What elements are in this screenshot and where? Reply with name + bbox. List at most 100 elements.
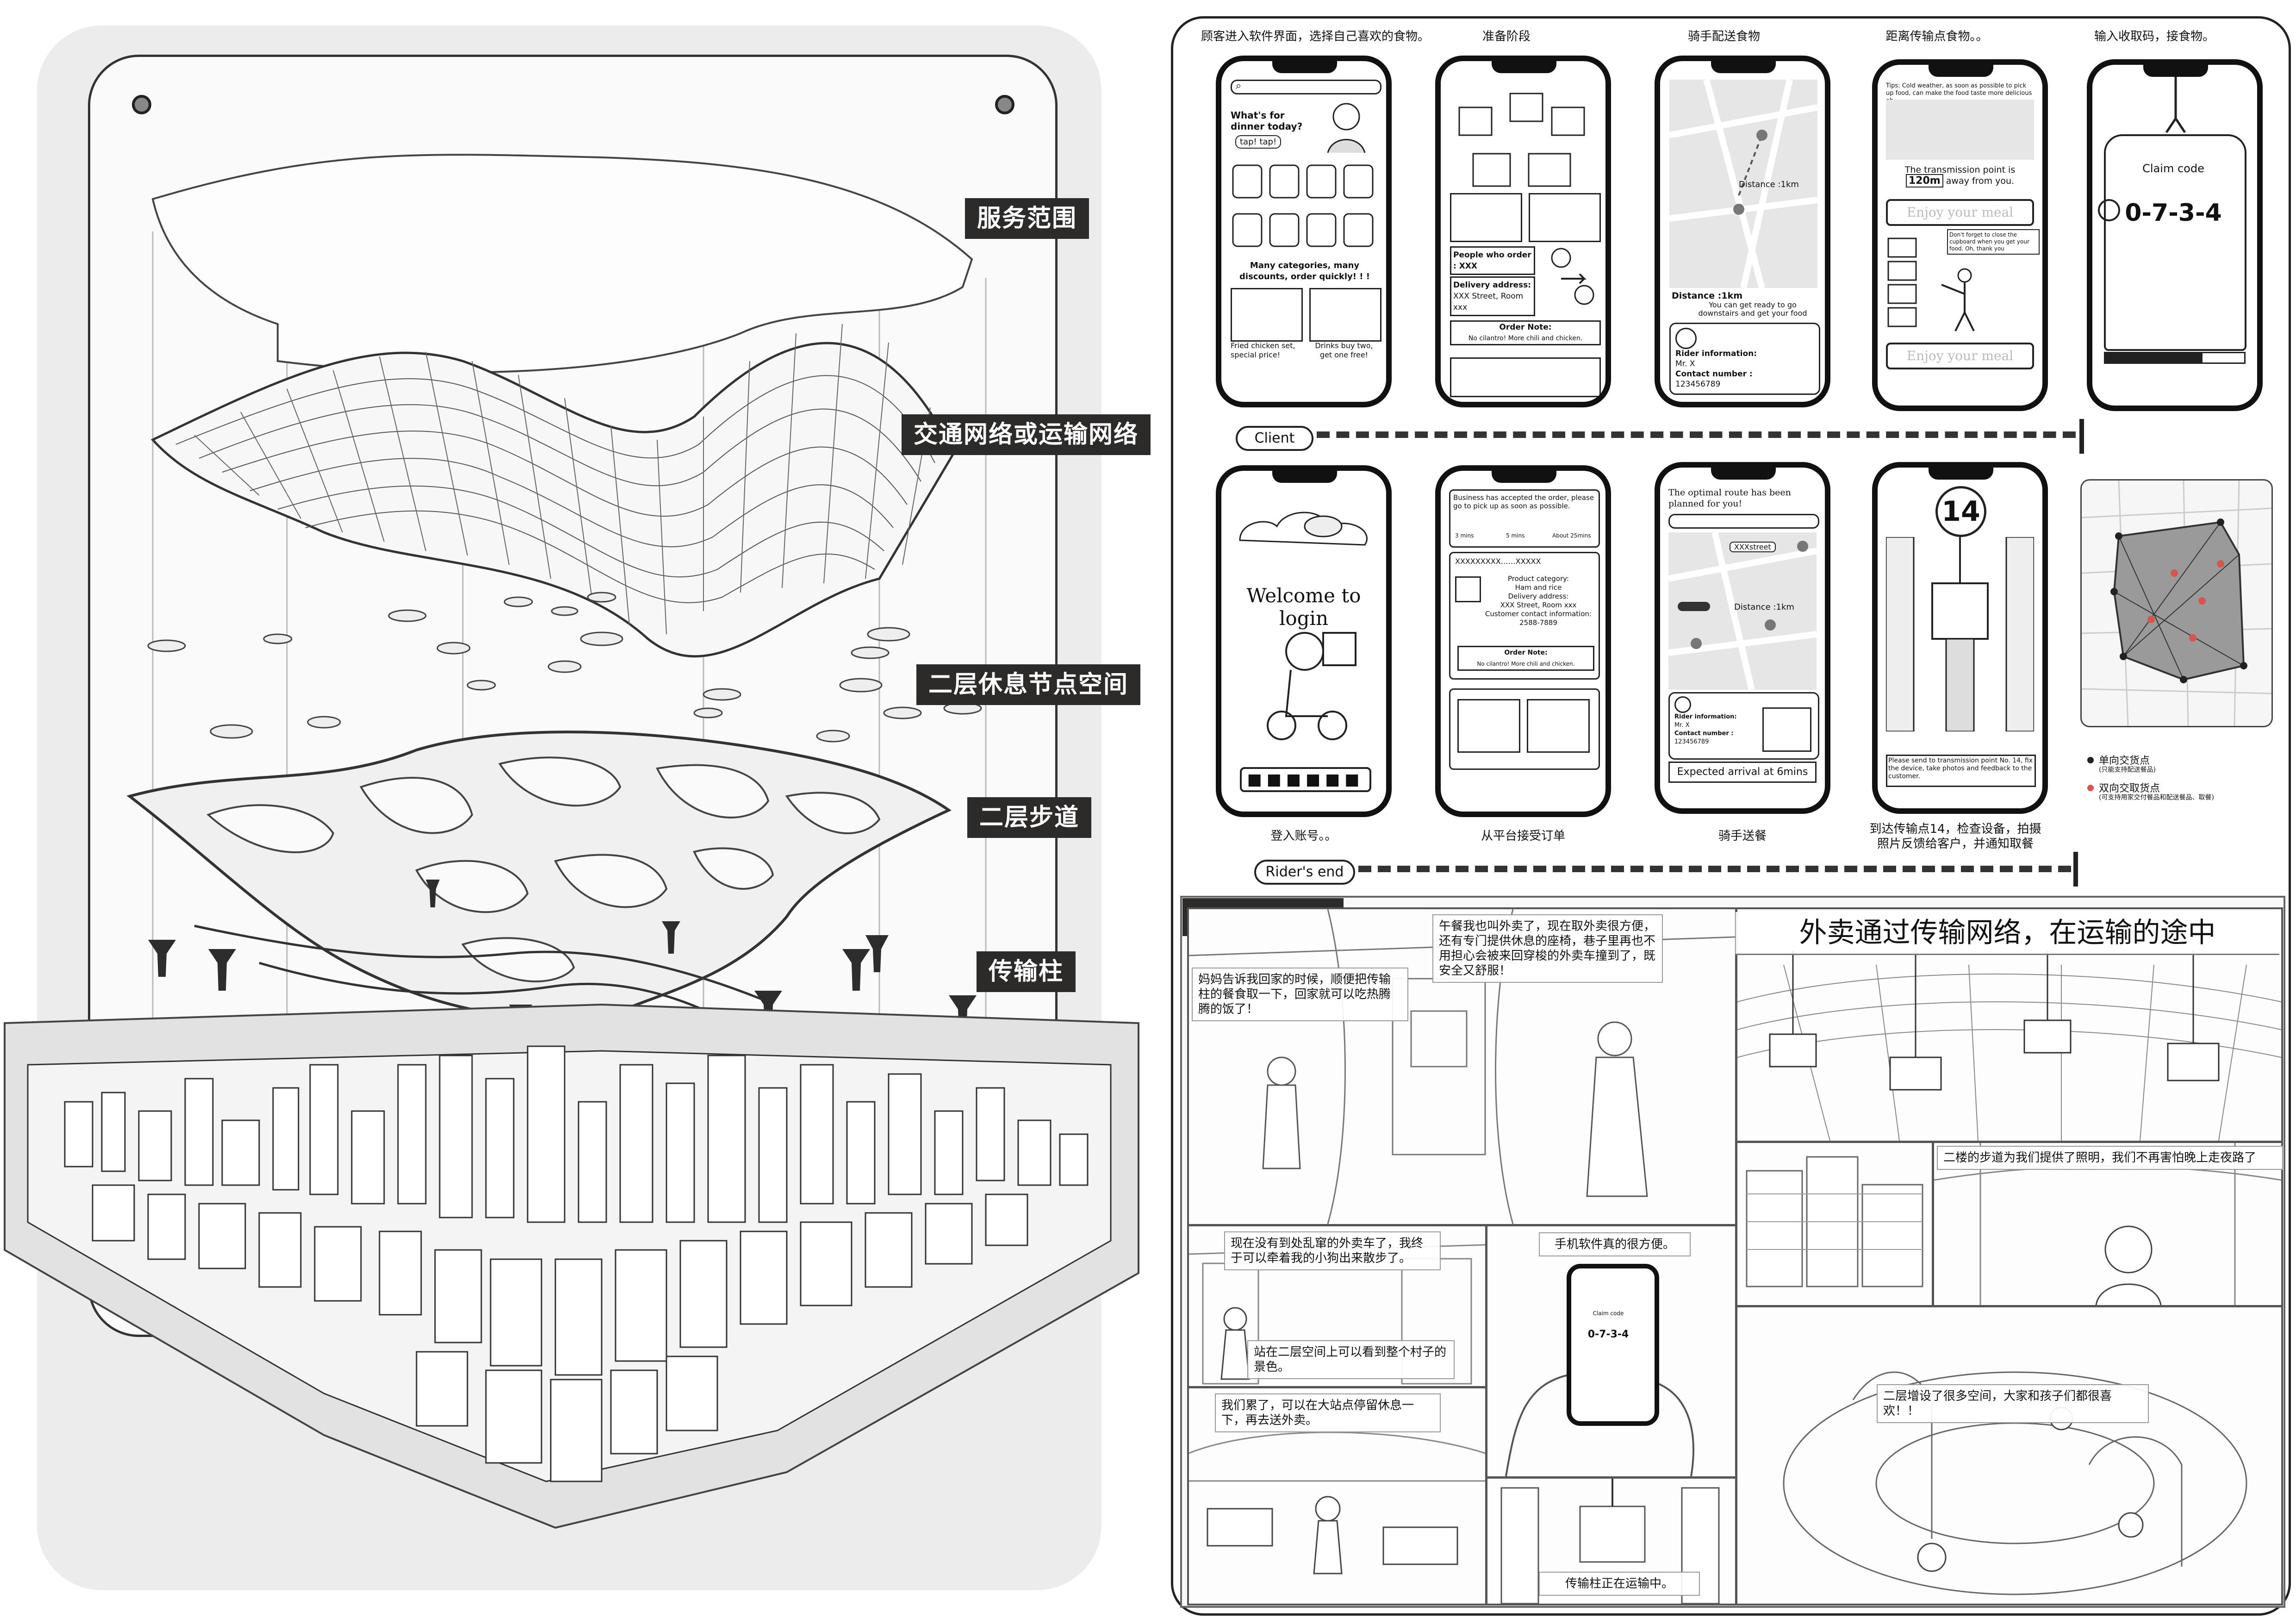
mini-map[interactable]: [1886, 100, 2034, 160]
delivery-address-box: Delivery address: XXX Street, Room xxx: [1450, 276, 1535, 316]
legend-two-way: 双向交取货点: [2099, 783, 2160, 794]
claim-code-label: Claim code: [2142, 162, 2204, 175]
rider-info-card: Rider information: Mr. X Contact number …: [1668, 692, 1819, 760]
map-distance: Distance :1km: [1739, 180, 1799, 189]
rider-phone-transmission-point: 14 Please send to transmission point No.…: [1872, 462, 2048, 814]
bolt-icon: [132, 95, 151, 114]
speech-bubble: 午餐我也叫外卖了，现在取外卖很方便，还有专门提供休息的座椅，巷子里再也不用担心会…: [1432, 914, 1663, 983]
city-model: [4, 1003, 1139, 1529]
transmission-distance: The transmission point is 120m away from…: [1886, 164, 2034, 187]
claw-icon: [2165, 77, 2186, 133]
welcome-text: Welcome to login: [1246, 584, 1361, 630]
status-card: [1450, 193, 1522, 242]
order-person: People who order : XXX: [1450, 246, 1535, 275]
enjoy-meal-button-2[interactable]: Enjoy your meal: [1886, 343, 2034, 369]
service-area-shape: [151, 154, 973, 374]
step-caption: 登入账号。。: [1270, 829, 1337, 843]
food-card[interactable]: [1309, 288, 1381, 342]
order-note-box: Order Note: No cilantro! More chili and …: [1450, 320, 1601, 345]
legend-one-way: 单向交货点: [2099, 755, 2150, 767]
two-way-dot: [2087, 785, 2094, 791]
status-card: [1529, 193, 1601, 242]
order-note-box: Order Note: No cilantro! More chili and …: [1457, 646, 1594, 671]
claim-code-value: 0-7-3-4: [2125, 199, 2222, 227]
packing-illustration: [1458, 93, 1585, 187]
pickup-illustration: [1887, 237, 1975, 331]
speech-bubble: 妈妈告诉我回家的时候，顺便把传输柱的餐食取一下，回家就可以吃热腾腾的饭了！: [1192, 968, 1408, 1021]
label-service-area: 服务范围: [965, 198, 1089, 239]
network-caption: 外卖通过传输网络，在运输的途中: [1736, 912, 2279, 955]
distance-value: 120m: [1905, 174, 1943, 187]
step-header: 准备阶段: [1482, 30, 1531, 44]
rider-illustration: [1267, 632, 1356, 740]
contact-label: Customer contact information:: [1485, 610, 1592, 618]
map-distance: Distance :1km: [1734, 602, 1794, 612]
handover-icon: [1551, 248, 1594, 305]
document-card: [1449, 688, 1600, 770]
locker-body: [2104, 134, 2246, 351]
product-thumbnail: [1455, 576, 1481, 602]
rider-info-label: Rider information:: [1674, 713, 1737, 720]
progress-bar: [2104, 352, 2246, 364]
category-grid: [1231, 163, 1379, 257]
transport-network-surface: [150, 324, 955, 658]
speech-bubble: 传输柱正在运输中。: [1539, 1572, 1700, 1596]
food-card-caption: Fried chicken set, special price!: [1231, 341, 1295, 359]
food-card[interactable]: [1231, 288, 1303, 342]
storyboard-panel: 顾客进入软件界面，选择自己喜欢的食物。 准备阶段 骑手配送食物 距离传输点食物。…: [1171, 16, 2291, 1616]
address-value: XXX Street, Room xxx: [1500, 601, 1577, 609]
search-icon: ⌕: [1236, 80, 1242, 92]
map-view[interactable]: [1668, 79, 1818, 289]
client-phone-preparing: People who order : XXX Delivery address:…: [1435, 56, 1611, 407]
enjoy-meal-button[interactable]: Enjoy your meal: [1886, 199, 2034, 226]
one-way-dot: [2087, 757, 2094, 763]
order-id: XXXXXXXXX……XXXXX: [1455, 557, 1541, 566]
address-label: Delivery address:: [1453, 281, 1531, 290]
timeline-end: [2079, 419, 2084, 454]
dinner-prompt: What's for dinner today?: [1231, 110, 1303, 132]
chef-illustration: [1327, 103, 1366, 153]
category-label: Product category:: [1508, 575, 1569, 583]
address-label: Delivery address:: [1508, 592, 1569, 600]
speech-bubble: 现在没有到处乱窜的外卖车了，我终于可以牵着我的小狗出来散步了。: [1224, 1231, 1441, 1270]
ready-text: You can get ready to go downstairs and g…: [1698, 300, 1807, 318]
step-header: 距离传输点食物。。: [1885, 30, 1988, 44]
promo-text: Many categories, many discounts, order q…: [1239, 261, 1370, 281]
reminder-text: Don't forget to close the cupboard when …: [1947, 229, 2040, 255]
client-timeline: [1317, 431, 2076, 438]
street-badge: XXXstreet: [1730, 542, 1776, 552]
order-detail-card: XXXXXXXXX……XXXXX Product category: Ham a…: [1449, 552, 1600, 680]
navigation-map[interactable]: [1668, 531, 1817, 691]
client-label: Client: [1236, 426, 1313, 451]
rider-info-label: Rider information:: [1675, 349, 1757, 358]
contact-label: Contact number :: [1674, 730, 1734, 737]
step-header: 输入收取码，接食物。: [2094, 30, 2215, 44]
distance-text: Distance :1km: [1672, 291, 1743, 301]
transmission-column-illustration: [1886, 537, 2034, 731]
client-phone-claim: Claim code 0-7-3-4: [2087, 59, 2263, 411]
contact-number: 123456789: [1674, 738, 1709, 745]
step-header: 骑手配送食物: [1687, 30, 1760, 44]
rider-timeline: [1358, 866, 2071, 872]
search-bar[interactable]: ⌕: [1231, 80, 1381, 94]
avatar: [1674, 696, 1691, 713]
comic-claim-code: 0-7-3-4: [1587, 1329, 1629, 1340]
service-map[interactable]: [2080, 479, 2273, 727]
bolt-icon: [995, 95, 1014, 114]
comic-panel-playground: [1736, 1305, 2283, 1605]
rest-node-discs: [147, 592, 982, 743]
order-note-label: Order Note:: [1504, 649, 1548, 656]
password-input[interactable]: ■■■■■■: [1240, 767, 1371, 792]
label-transmission-column: 传输柱: [977, 951, 1076, 992]
accepted-card: Business has accepted the order, please …: [1449, 489, 1600, 548]
time-step: 3 mins: [1455, 532, 1474, 539]
label-rest-node-space: 二层休息节点空间: [916, 664, 1141, 705]
speech-bubble: 我们累了，可以在大站点停留休息一下，再去送外卖。: [1215, 1393, 1441, 1432]
rider-name: Mr. X: [1674, 722, 1690, 729]
speech-bubble: 二楼的步道为我们提供了照明，我们不再害怕晚上走夜路了: [1937, 1146, 2283, 1170]
comic-panel-village-view: [1736, 1141, 1934, 1307]
time-step: 5 mins: [1506, 532, 1525, 539]
route-options[interactable]: [1668, 514, 1819, 529]
comic-claim-label: Claim code: [1593, 1310, 1624, 1317]
rider-label: Rider's end: [1254, 860, 1355, 885]
